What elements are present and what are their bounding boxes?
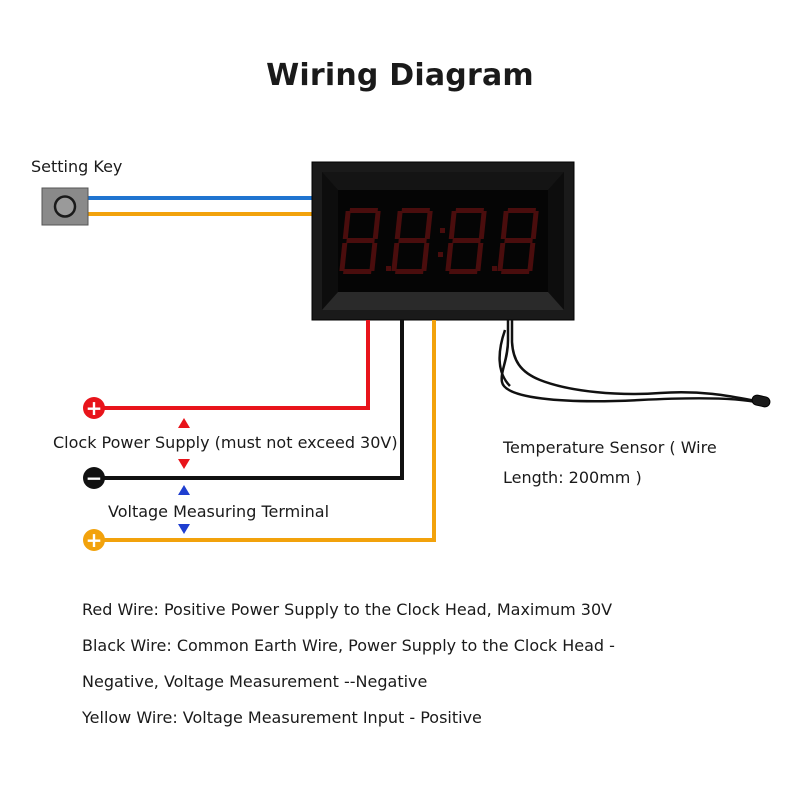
red-terminal-symbol: + <box>86 396 103 420</box>
seven-segment-digits <box>339 208 539 274</box>
setting-key-wires <box>88 196 315 216</box>
yellow-terminal-symbol: + <box>86 528 103 552</box>
digit-2 <box>391 208 433 274</box>
sensor-label-line-2: Length: 200mm ) <box>503 468 642 487</box>
temperature-sensor-label: Temperature Sensor ( Wire Length: 200mm … <box>503 433 717 493</box>
voltage-terminal-label: Voltage Measuring Terminal <box>108 502 330 521</box>
yellow-positive-terminal: + <box>83 528 105 552</box>
colon-dot-bottom <box>438 252 443 257</box>
description-line-2: Black Wire: Common Earth Wire, Power Sup… <box>82 636 615 655</box>
decimal-point-1 <box>386 266 391 271</box>
wire-descriptions: Red Wire: Positive Power Supply to the C… <box>82 592 762 736</box>
colon-dot-top <box>440 228 445 233</box>
black-terminal-symbol: − <box>86 466 103 490</box>
description-line-3: Negative, Voltage Measurement --Negative <box>82 672 428 691</box>
power-arrow-up-icon <box>178 418 190 428</box>
digit-1 <box>339 208 381 274</box>
red-positive-terminal: + <box>83 396 105 420</box>
digit-3 <box>445 208 487 274</box>
yellow-wire <box>95 320 436 542</box>
power-supply-label: Clock Power Supply (must not exceed 30V) <box>53 433 398 452</box>
page-title: Wiring Diagram <box>266 58 534 93</box>
temperature-probe <box>751 394 771 408</box>
voltage-arrow-down-icon <box>178 524 190 534</box>
description-line-4: Yellow Wire: Voltage Measurement Input -… <box>82 708 482 727</box>
red-wire <box>95 320 370 410</box>
black-wire <box>95 320 404 480</box>
voltage-arrow-up-icon <box>178 485 190 495</box>
setting-key-label: Setting Key <box>31 157 123 176</box>
black-negative-terminal: − <box>83 466 105 490</box>
setting-key-button <box>41 187 89 226</box>
temperature-sensor-cable <box>498 320 761 405</box>
description-line-1: Red Wire: Positive Power Supply to the C… <box>82 600 613 619</box>
power-arrow-down-icon <box>178 459 190 469</box>
digit-4 <box>497 208 539 274</box>
decimal-point-3 <box>492 266 497 271</box>
sensor-label-line-1: Temperature Sensor ( Wire <box>503 438 717 457</box>
